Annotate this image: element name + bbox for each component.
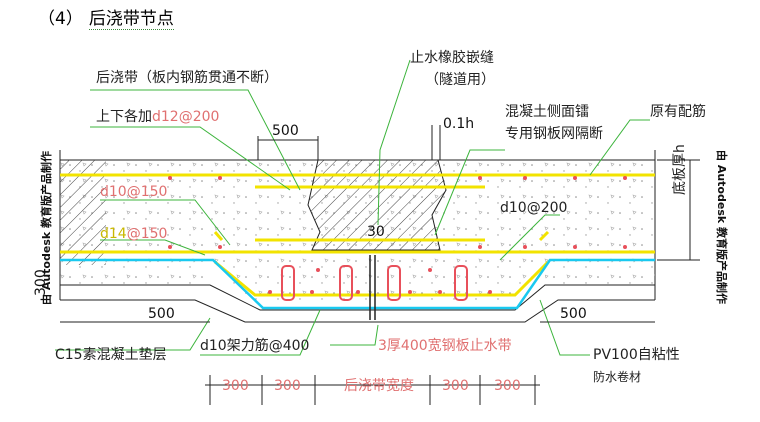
label-erection-bar: d10架力筋@400 xyxy=(200,337,309,354)
dim-300-b2: 300 xyxy=(274,378,301,394)
label-side-mesh-1: 混凝土侧面镭 xyxy=(505,104,589,120)
label-rebar-d12: 上下各加d12@200 xyxy=(96,109,219,125)
label-rubber-waterstop-1: 止水橡胶嵌缝 xyxy=(410,49,494,66)
dim-300-b1: 300 xyxy=(222,378,249,394)
dim-500-left: 500 xyxy=(148,306,175,322)
label-rebar-d10-150: d10@150 xyxy=(100,184,167,200)
dim-300-left: 300 xyxy=(33,269,49,296)
section-title: 后浇带节点 xyxy=(88,9,174,30)
section-heading: （4）后浇带节点 xyxy=(38,4,174,30)
label-rebar-d14-150: d14@150 xyxy=(100,226,167,242)
pv100-membrane-line xyxy=(60,258,655,310)
dim-300-b4: 300 xyxy=(494,378,521,394)
dim-300-b3: 300 xyxy=(442,378,469,394)
section-number: （4） xyxy=(38,9,83,29)
autodesk-watermark-right: 由 Autodesk 教育版产品制作 xyxy=(715,150,729,304)
dimension-lines xyxy=(59,125,700,405)
dim-0-1h: 0.1h xyxy=(443,116,474,132)
label-slab-thickness: 底板厚h xyxy=(672,144,688,195)
label-rubber-waterstop-2: （隧道用） xyxy=(425,72,495,88)
rebar-lines xyxy=(60,173,655,297)
dim-500-right: 500 xyxy=(560,306,587,322)
label-pv100-1: PV100自粘性 xyxy=(593,347,680,363)
label-steel-waterstop: 3厚400宽钢板止水带 xyxy=(378,337,512,354)
label-pv100-2: 防水卷材 xyxy=(593,369,641,384)
label-side-mesh-2: 专用钢板网隔断 xyxy=(505,126,603,142)
stirrups xyxy=(281,255,468,320)
rebar-dots xyxy=(168,176,627,294)
dim-500-top: 500 xyxy=(272,123,299,139)
label-post-pour-strip: 后浇带（板内钢筋贯通不断） xyxy=(96,69,278,86)
label-post-pour-width: 后浇带宽度 xyxy=(344,377,414,394)
autodesk-watermark-left: 由 Autodesk 教育版产品制作 xyxy=(39,151,53,305)
dim-30: 30 xyxy=(367,224,385,240)
label-existing-rebar: 原有配筋 xyxy=(650,103,706,120)
label-c15-cushion: C15素混凝土垫层 xyxy=(55,347,167,363)
post-pour-strip-core xyxy=(307,159,447,251)
label-rebar-d10-200: d10@200 xyxy=(500,200,567,216)
leader-lines xyxy=(55,59,650,356)
